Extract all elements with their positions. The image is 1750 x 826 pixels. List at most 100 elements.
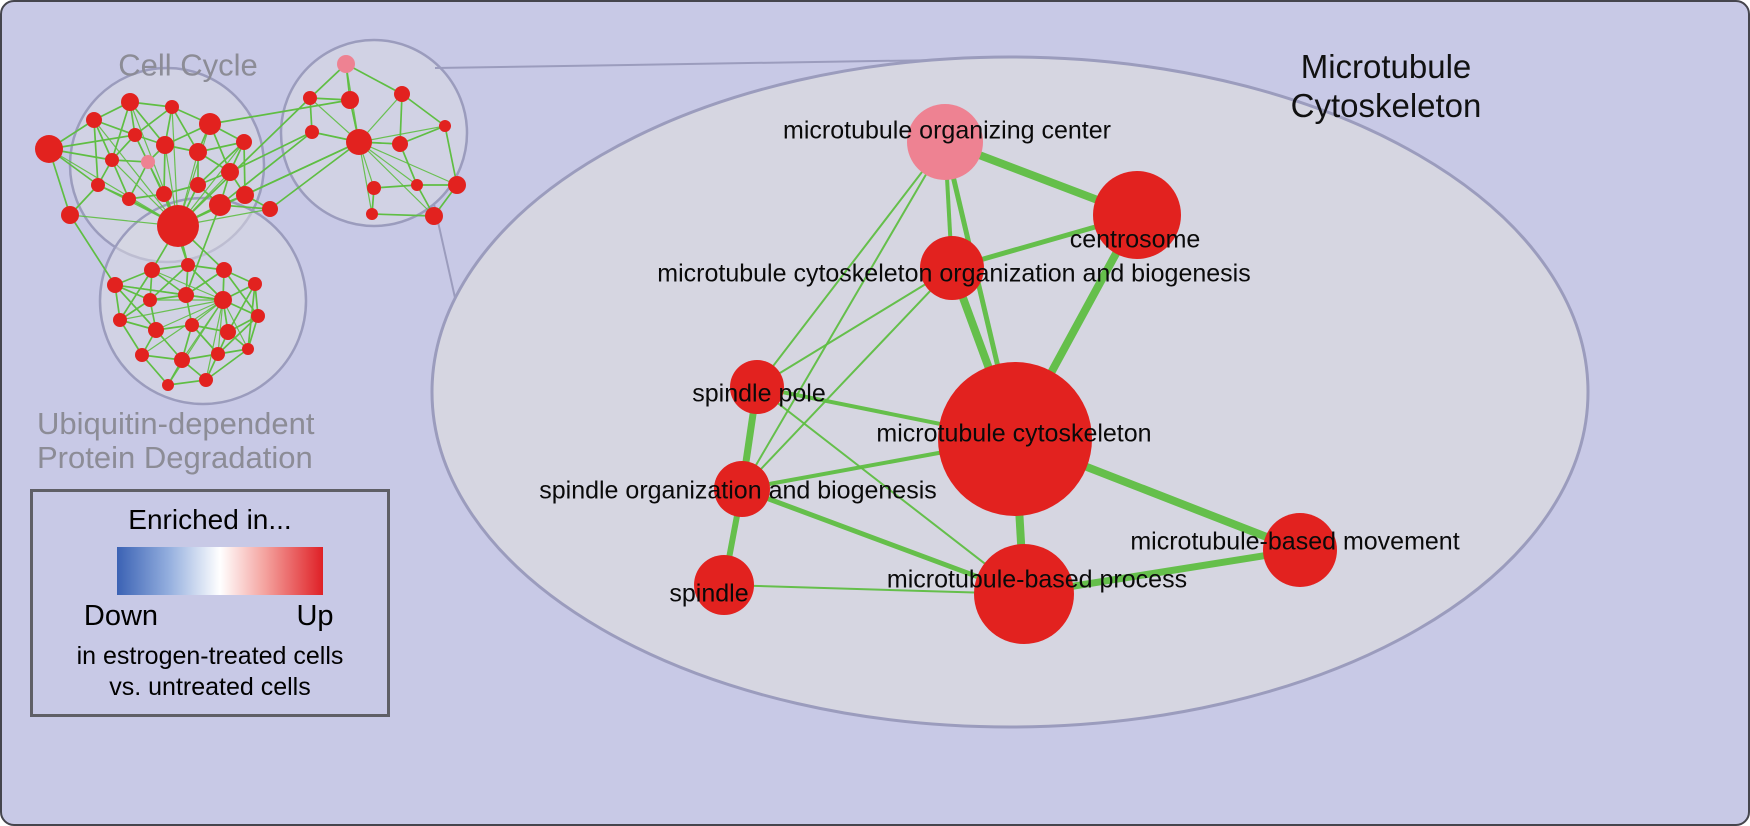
mini-node	[91, 178, 105, 192]
legend: Enriched in... Down Up in estrogen-treat…	[30, 489, 390, 717]
mini-bridge-edge	[177, 97, 311, 227]
mini-node	[236, 186, 254, 204]
detail-edge-spindle-organization-and-biogenesis--microtubule-based-process	[741, 486, 1025, 597]
mini-node	[61, 206, 79, 224]
detail-node-microtubule-based-process	[974, 544, 1074, 644]
cluster-circle-ubiquitin	[98, 196, 308, 406]
mini-node	[439, 120, 451, 132]
detail-node-microtubule-cytoskeleton	[938, 362, 1092, 516]
mini-edge	[373, 184, 418, 189]
mini-edge	[167, 299, 224, 386]
mini-bridge-edge	[269, 141, 360, 210]
detail-nodes	[694, 104, 1337, 644]
detail-node-spindle-pole	[730, 360, 784, 414]
node-label-spindle-pole: spindle pole	[692, 379, 826, 408]
mini-edge	[217, 299, 224, 355]
node-label-centrosome: centrosome	[1069, 225, 1201, 254]
detail-edge-microtubule-organizing-center--spindle-organization-and-biogenesis	[741, 141, 946, 490]
mini-edge	[48, 134, 136, 150]
mini-edge	[399, 125, 446, 145]
mini-edge	[111, 101, 131, 161]
detail-edge-spindle--microtubule-based-process	[723, 584, 1025, 595]
cluster-label-ubiquitin-line1: Ubiquitin-dependent	[37, 406, 315, 441]
cluster-label-ubiquitin-line2: Protein Degradation	[37, 440, 313, 475]
detail-title-line2: Cytoskeleton	[1290, 87, 1482, 124]
mini-node	[190, 177, 206, 193]
legend-title: Enriched in...	[128, 504, 292, 535]
mini-node	[128, 128, 142, 142]
mini-edge	[401, 93, 446, 127]
mini-node	[121, 93, 139, 111]
mini-node	[242, 343, 254, 355]
detail-node-spindle	[694, 555, 754, 615]
mini-edge	[399, 93, 403, 145]
legend-subtitle-line1: in estrogen-treated cells	[76, 642, 344, 670]
mini-node	[425, 207, 443, 225]
detail-node-microtubule-cytoskeleton-organization-and-biogenesis	[920, 236, 984, 300]
mini-node	[174, 352, 190, 368]
mini-node	[337, 55, 355, 73]
mini-edge	[151, 269, 224, 301]
node-label-microtubule-based-process: microtubule-based process	[886, 565, 1188, 594]
mini-edge	[119, 299, 224, 321]
mini-bridge-edge	[209, 99, 351, 125]
mini-bridge-edge	[69, 214, 116, 286]
mini-edge	[48, 148, 179, 227]
mini-node	[394, 86, 410, 102]
mini-edge	[205, 348, 249, 381]
mini-edge	[141, 299, 224, 356]
mini-edge	[205, 299, 224, 381]
mini-node	[86, 112, 102, 128]
mini-edge	[217, 315, 259, 355]
mini-node	[199, 113, 221, 135]
mini-node	[220, 324, 236, 340]
mini-node	[211, 347, 225, 361]
detail-edge-microtubule-organizing-center--spindle-pole	[756, 141, 946, 388]
node-label-microtubule-cytoskeleton: microtubule cytoskeleton	[876, 419, 1152, 448]
detail-edge-spindle-pole--microtubule-based-process	[756, 386, 1025, 595]
mini-edge	[93, 119, 99, 186]
mini-node	[251, 309, 265, 323]
node-label-spindle-organization-and-biogenesis: spindle organization and biogenesis	[539, 476, 937, 505]
mini-edge	[129, 101, 166, 146]
mini-edge	[111, 159, 130, 200]
mini-node	[122, 192, 136, 206]
mini-node	[157, 205, 199, 247]
detail-node-spindle-organization-and-biogenesis	[714, 461, 770, 517]
mini-node	[411, 179, 423, 191]
mini-node	[236, 134, 252, 150]
node-label-microtubule-based-movement: microtubule-based movement	[1130, 527, 1460, 556]
detail-edge-microtubule-cytoskeleton-organization-and-biogenesis--spindle-pole	[756, 267, 953, 388]
mini-node	[305, 125, 319, 139]
mini-node	[165, 100, 179, 114]
mini-node	[189, 143, 207, 161]
mini-edge	[358, 141, 435, 217]
mini-node	[178, 287, 194, 303]
node-label-microtubule-cytoskeleton-organization-and-biogenesis: microtubule cytoskeleton organization an…	[657, 259, 1251, 288]
detail-node-microtubule-based-movement	[1263, 513, 1337, 587]
mini-edge	[197, 141, 245, 186]
mini-edge	[358, 125, 446, 143]
mini-edge	[444, 125, 458, 186]
mini-node	[185, 318, 199, 332]
mini-node	[156, 136, 174, 154]
cluster-label-cell-cycle: Cell Cycle	[118, 47, 258, 83]
cluster-circle-microtubule	[279, 38, 469, 228]
mini-node	[181, 258, 195, 272]
mini-node	[248, 277, 262, 291]
legend-up-label: Up	[296, 600, 334, 632]
mini-edge	[149, 264, 189, 301]
mini-node	[143, 293, 157, 307]
mini-node	[148, 322, 164, 338]
mini-node	[156, 186, 172, 202]
mini-bridge-edge	[229, 131, 313, 173]
mini-node	[262, 201, 278, 217]
mini-node	[341, 91, 359, 109]
mini-edge	[358, 141, 458, 186]
legend-down-label: Down	[83, 600, 159, 632]
mini-node	[448, 176, 466, 194]
legend-subtitle-line2: vs. untreated cells	[109, 673, 311, 701]
mini-edge	[371, 213, 435, 217]
